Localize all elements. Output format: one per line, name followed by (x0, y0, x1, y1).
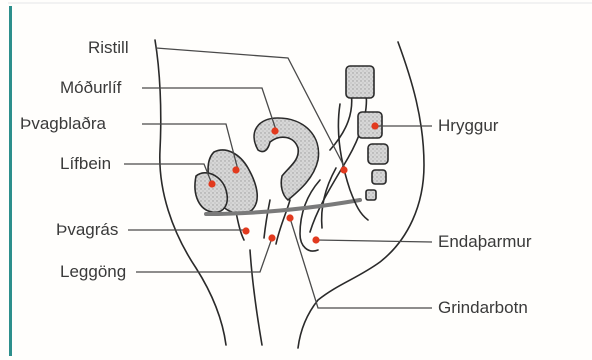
label-endatharmur: Endaþarmur (438, 232, 532, 252)
vertebra-1 (346, 66, 374, 98)
leader-grindarbotn (290, 218, 432, 308)
rectum-inner (322, 168, 336, 228)
marker-thvagbladra (232, 166, 239, 173)
vertebra-5 (366, 190, 376, 200)
marker-modurlif (271, 127, 278, 134)
vagina-wall-front (264, 200, 270, 238)
label-modurlif: Móðurlíf (60, 78, 121, 98)
label-hryggur: Hryggur (438, 116, 498, 136)
marker-lifbein (208, 180, 215, 187)
vertebra-3 (368, 144, 388, 164)
marker-grindarbotn (286, 214, 293, 221)
marker-leggong (268, 234, 275, 241)
uterus-shape (254, 118, 318, 200)
urethra-line (236, 212, 244, 240)
vagina-wall-back (276, 200, 290, 244)
label-thvagbladra: Þvagblaðra (20, 114, 106, 134)
marker-hryggur (371, 122, 378, 129)
leader-endatharmur (316, 240, 432, 242)
marker-thvagras (242, 227, 249, 234)
label-lifbein: Lífbein (60, 154, 111, 174)
thigh-line (250, 250, 262, 345)
label-leggong: Leggöng (60, 262, 126, 282)
marker-ristill (340, 166, 347, 173)
label-ristill: Ristill (88, 38, 129, 58)
label-thvagras: Þvagrás (56, 220, 118, 240)
vertebra-4 (372, 170, 386, 184)
marker-endatharmur (312, 236, 319, 243)
label-grindarbotn: Grindarbotn (438, 298, 528, 318)
